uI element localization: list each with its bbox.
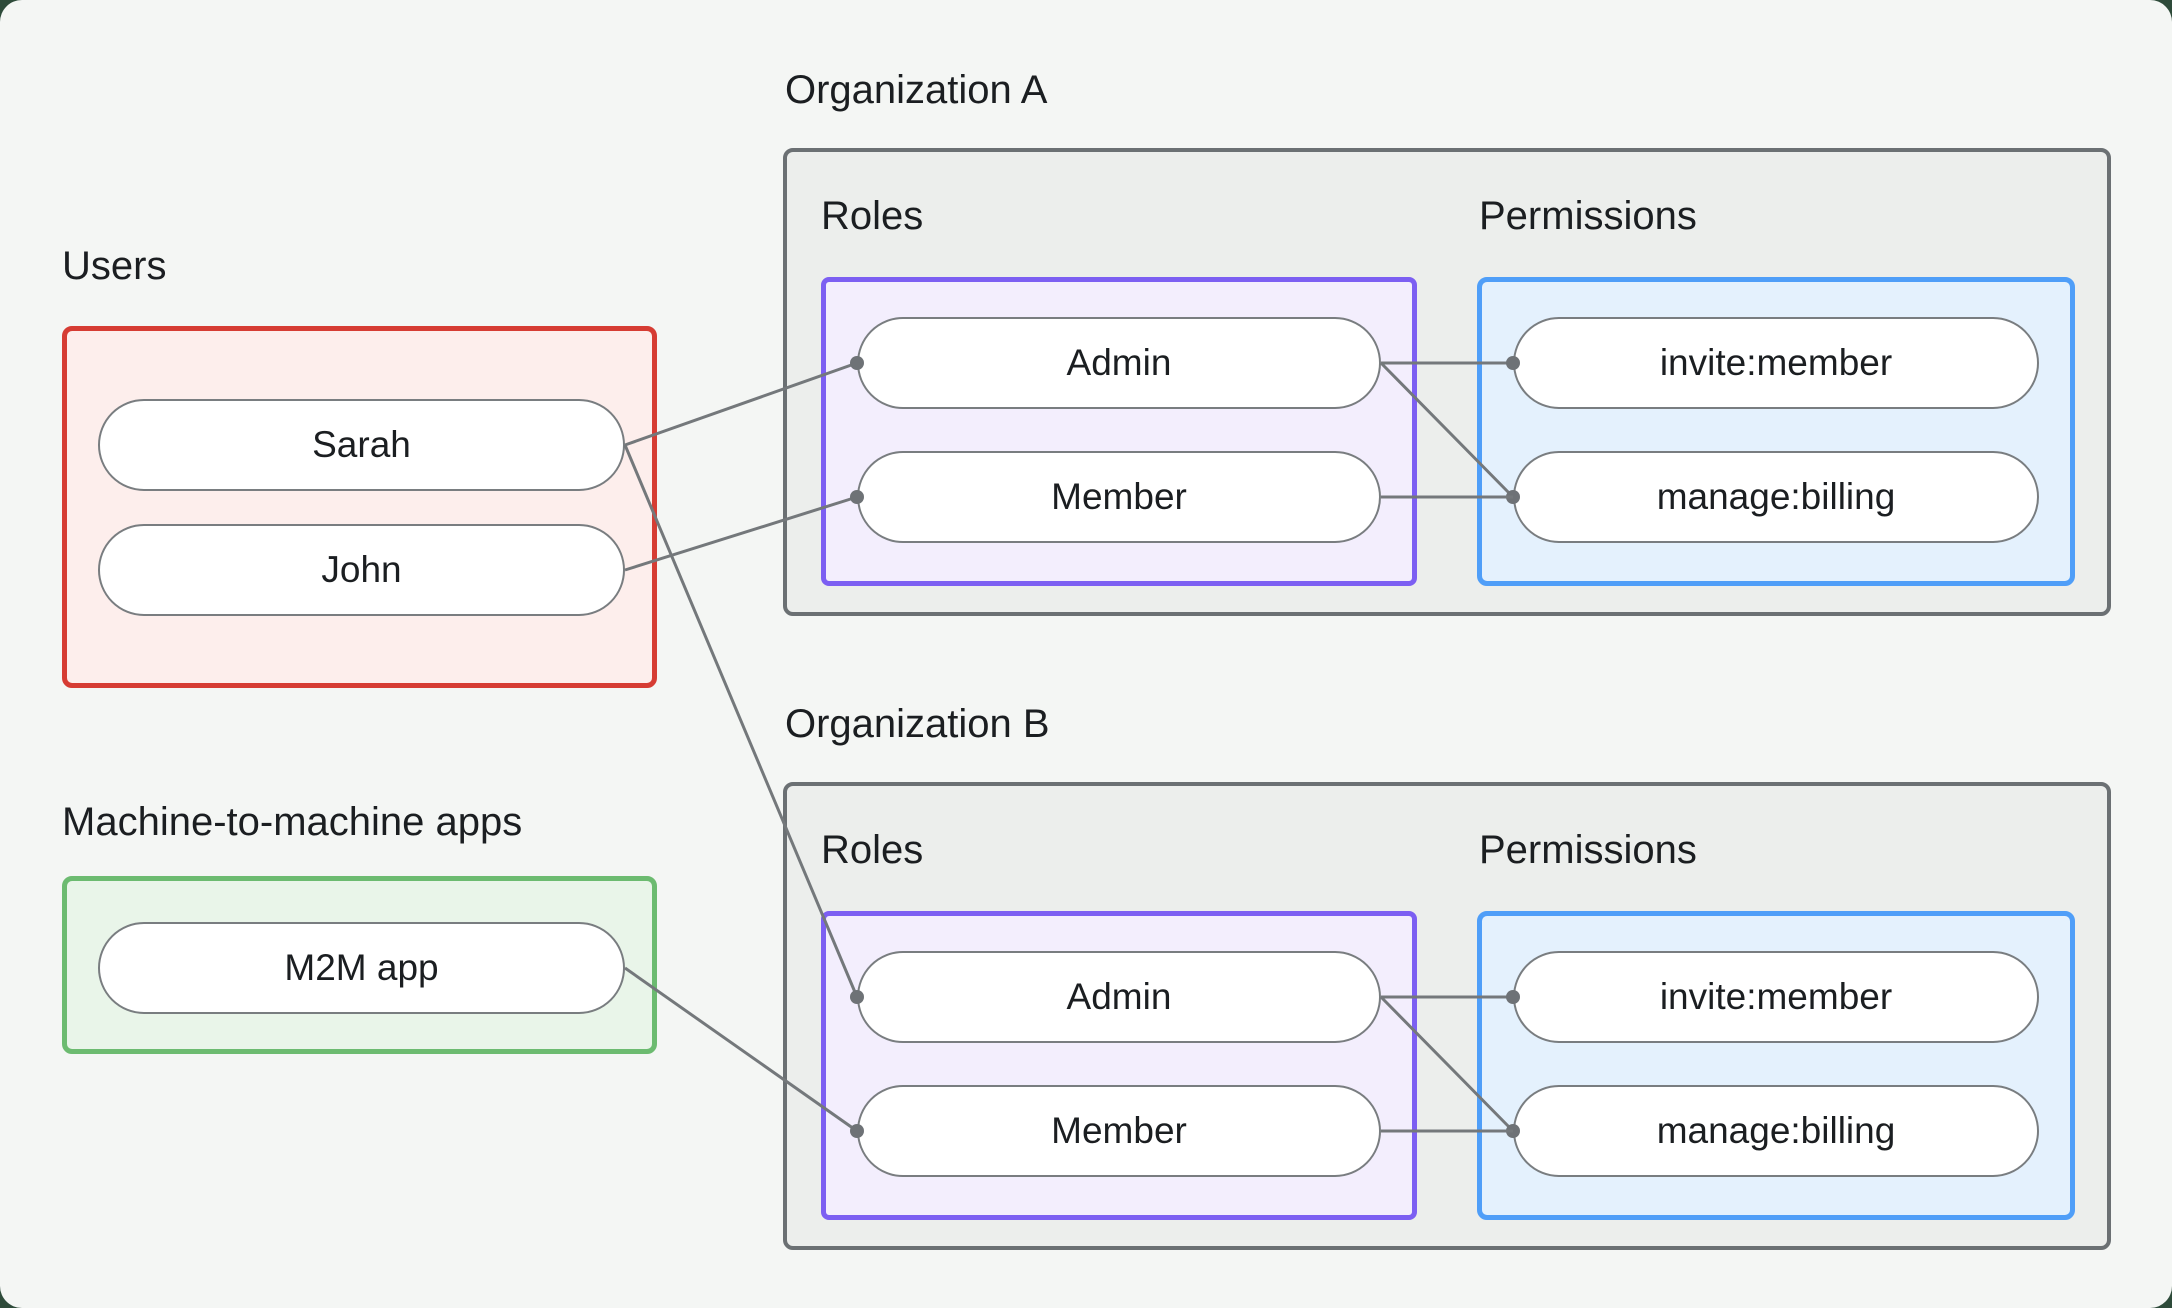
user-pill-sarah: Sarah [98,399,625,491]
users-group-box [62,326,657,688]
org-b-role-pill-member: Member [857,1085,1381,1177]
org-b-title: Organization B [785,702,1050,746]
user-pill-john: John [98,524,625,616]
org-a-title: Organization A [785,68,1048,112]
org-a-roles-label: Roles [821,194,924,238]
m2m-section-label: Machine-to-machine apps [62,800,523,844]
org-a-permission-pill-manage-billing: manage:billing [1513,451,2039,543]
m2m-app-pill: M2M app [98,922,625,1014]
org-b-permission-pill-manage-billing: manage:billing [1513,1085,2039,1177]
org-a-permissions-label: Permissions [1479,194,1697,238]
org-b-roles-label: Roles [821,828,924,872]
org-a-role-pill-admin: Admin [857,317,1381,409]
users-section-label: Users [62,244,167,288]
org-a-role-pill-member: Member [857,451,1381,543]
org-b-permission-pill-invite-member: invite:member [1513,951,2039,1043]
org-b-permissions-label: Permissions [1479,828,1697,872]
org-b-role-pill-admin: Admin [857,951,1381,1043]
org-a-permission-pill-invite-member: invite:member [1513,317,2039,409]
